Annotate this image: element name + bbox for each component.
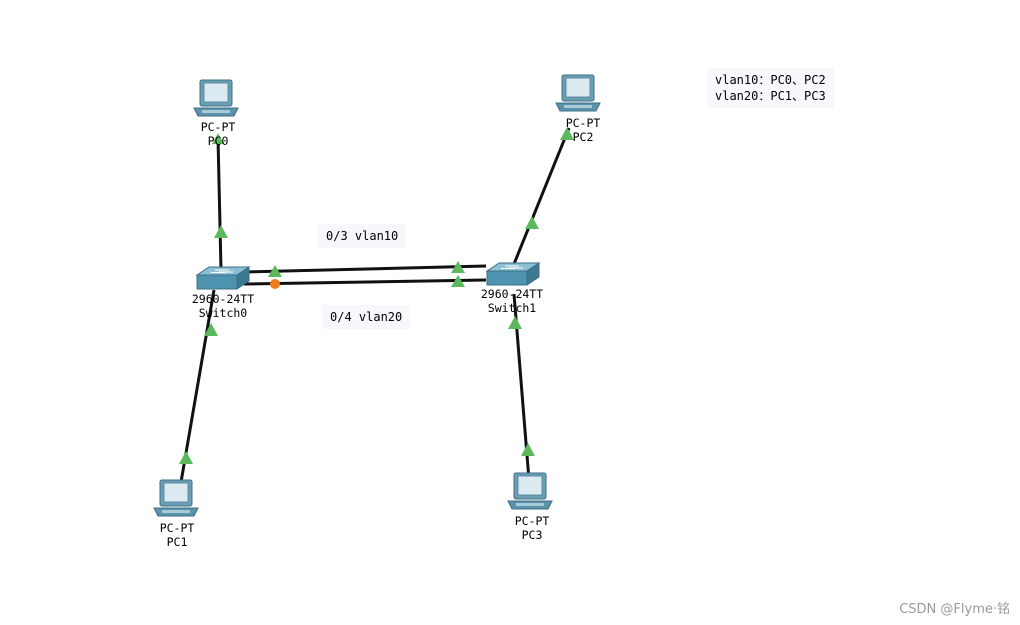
link-pc0-switch0[interactable] xyxy=(216,137,223,271)
link-pc2-switch1[interactable] xyxy=(512,127,571,265)
vlan-note-line-2: vlan20：PC1、PC3 xyxy=(715,89,826,103)
link-up-indicator xyxy=(451,275,465,287)
link-up-indicator xyxy=(214,225,228,238)
vlan-note-line-1: vlan10：PC0、PC2 xyxy=(715,73,826,87)
switch0-label: 2960-24TT Switch0 xyxy=(192,292,254,320)
pc1-model: PC-PT xyxy=(159,521,195,535)
pc0-icon[interactable] xyxy=(193,79,239,117)
link-up-indicator xyxy=(451,261,465,273)
link-up-indicator xyxy=(204,323,218,336)
pc3-icon[interactable] xyxy=(507,472,553,510)
link-switch0-switch1-fa0-3[interactable] xyxy=(243,264,487,274)
pc0-label: PC-PT PC0 xyxy=(201,120,236,148)
pc0-name: PC0 xyxy=(207,134,229,148)
switch0-model: 2960-24TT xyxy=(191,292,255,306)
pc0-model: PC-PT xyxy=(200,120,236,134)
link-switch0-switch1-fa0-4[interactable] xyxy=(243,278,487,286)
link-up-indicator xyxy=(521,443,535,456)
pc3-label: PC-PT PC3 xyxy=(515,514,550,542)
switch0-name: Switch0 xyxy=(198,306,248,320)
link-up-indicator xyxy=(179,451,193,464)
switch1-model: 2960-24TT xyxy=(480,287,544,301)
pc2-model: PC-PT xyxy=(565,116,601,130)
link-up-indicator xyxy=(508,316,522,329)
switch1-label: 2960-24TT Switch1 xyxy=(481,287,543,315)
link-note-lower: 0/4 vlan20 xyxy=(322,305,411,329)
switch0-icon[interactable] xyxy=(196,266,250,290)
pc2-icon[interactable] xyxy=(555,74,601,112)
link-up-indicator xyxy=(560,127,574,140)
pc1-icon[interactable] xyxy=(153,479,199,517)
pc1-name: PC1 xyxy=(166,535,188,549)
watermark: CSDN @Flyme·铭 xyxy=(899,602,1010,617)
link-up-indicator xyxy=(212,133,224,144)
pc3-model: PC-PT xyxy=(514,514,550,528)
link-blocking-indicator xyxy=(270,279,280,289)
pc2-name: PC2 xyxy=(572,130,594,144)
pc1-label: PC-PT PC1 xyxy=(160,521,195,549)
switch1-icon[interactable] xyxy=(486,262,540,286)
pc2-label: PC-PT PC2 xyxy=(566,116,601,144)
link-up-indicator xyxy=(268,265,282,277)
pc3-name: PC3 xyxy=(521,528,543,542)
vlan-assignment-note: vlan10：PC0、PC2 vlan20：PC1、PC3 xyxy=(707,68,834,108)
link-up-indicator xyxy=(525,216,539,229)
link-note-upper: 0/3 vlan10 xyxy=(318,224,407,248)
switch1-name: Switch1 xyxy=(487,301,537,315)
link-indicators xyxy=(179,127,574,464)
